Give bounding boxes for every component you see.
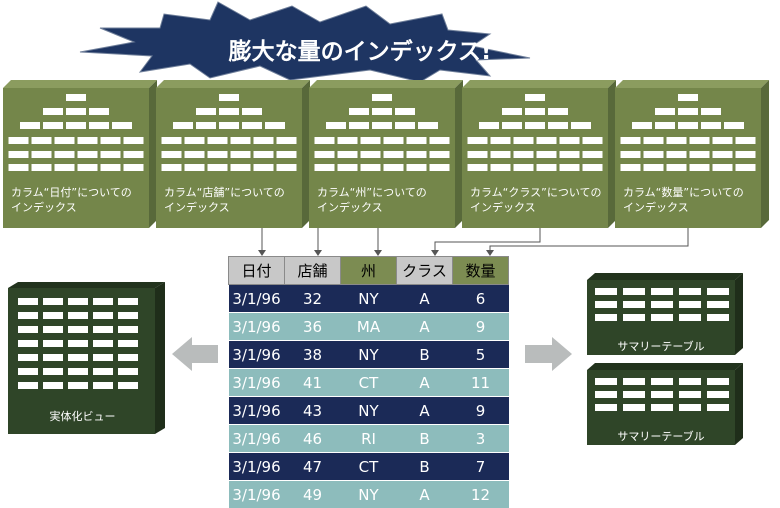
table-cell: 6 [453,285,509,313]
grid-bar [18,354,38,361]
table-cell: 3/1/96 [229,285,285,313]
table-cell: CT [341,453,397,481]
table-cell: B [397,453,453,481]
table-cell: NY [341,341,397,369]
grid-bar [18,368,38,375]
table-cell: 9 [453,397,509,425]
table-cell: 3/1/96 [229,425,285,453]
table-cell: NY [341,285,397,313]
arrow-left [172,337,218,371]
col-header-date: 日付 [229,257,285,285]
table-cell: A [397,397,453,425]
grid-bar [18,382,38,389]
table-cell: 47 [285,453,341,481]
grid-bar [68,340,88,347]
grid-bar [68,298,88,305]
grid-bar [68,326,88,333]
table-cell: B [397,341,453,369]
summary-table-label: サマリーテーブル [587,428,735,444]
grid-bar [93,340,113,347]
table-cell: RI [341,425,397,453]
table-cell: 43 [285,397,341,425]
table-cell: 7 [453,453,509,481]
table-cell: 3 [453,425,509,453]
table-cell: B [397,425,453,453]
col-header-class: クラス [397,257,453,285]
table-cell: 46 [285,425,341,453]
table-cell: MA [341,313,397,341]
col-header-qty: 数量 [453,257,509,285]
grid-bar [18,298,38,305]
table-cell: A [397,313,453,341]
table-cell: A [397,481,453,508]
grid-bar [93,354,113,361]
grid-bar [43,354,63,361]
table-cell: 38 [285,341,341,369]
table-cell: 32 [285,285,341,313]
grid-bar [43,312,63,319]
grid-bar [18,340,38,347]
table-cell: 5 [453,341,509,369]
grid-bar [118,312,138,319]
grid-bar [43,382,63,389]
grid-bar [93,368,113,375]
grid-bar [68,382,88,389]
table-cell: 9 [453,313,509,341]
table-cell: 3/1/96 [229,453,285,481]
grid-bar [93,312,113,319]
grid-bar [68,354,88,361]
grid-bar [43,340,63,347]
table-cell: NY [341,397,397,425]
table-cell: 49 [285,481,341,508]
grid-bar [68,368,88,375]
table-cell: 3/1/96 [229,369,285,397]
grid-bar [93,326,113,333]
table-cell: 3/1/96 [229,341,285,369]
grid-bar [93,382,113,389]
col-header-store: 店舗 [285,257,341,285]
grid-bar [18,326,38,333]
table-cell: A [397,369,453,397]
table-cell: CT [341,369,397,397]
grid-bar [18,312,38,319]
table-cell: NY [341,481,397,508]
grid-bar [118,368,138,375]
grid-bar [118,354,138,361]
table-cell: 3/1/96 [229,481,285,508]
table-cell: 3/1/96 [229,397,285,425]
grid-bar [68,312,88,319]
grid-bar [43,298,63,305]
table-cell: 36 [285,313,341,341]
grid-bar [118,298,138,305]
table-cell: 41 [285,369,341,397]
table-cell: 11 [453,369,509,397]
grid-bar [118,340,138,347]
grid-bar [43,326,63,333]
materialized-view-label: 実体化ビュー [10,408,155,424]
grid-bar [118,382,138,389]
grid-bar [93,298,113,305]
arrow-right [525,337,572,371]
col-header-state: 州 [341,257,397,285]
table-cell: 12 [453,481,509,508]
table-cell: A [397,285,453,313]
table-cell: 3/1/96 [229,313,285,341]
grid-bar [118,326,138,333]
grid-bar [43,368,63,375]
summary-table-label: サマリーテーブル [587,338,735,354]
